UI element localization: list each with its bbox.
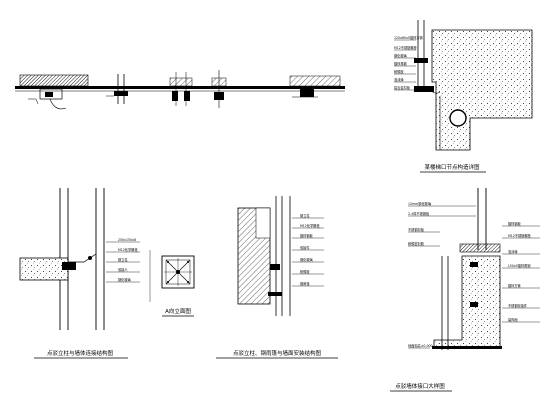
column-canopy-drawing: 钢立柱 M12化学螺栓 镀锌钢板 驳接件 钢化玻璃 耐候胶 钢雨篷 点驳立柱、钢…	[216, 196, 338, 359]
brd-label-11: 装饰面	[508, 317, 518, 322]
brd-label-8: L50x5镀锌角钢	[508, 263, 531, 268]
brd-label-4: 耐候密封胶	[408, 241, 425, 246]
a-elevation-drawing: A向立面图	[161, 255, 195, 317]
ccd-label-4: 驳接件	[300, 245, 310, 250]
caption-column-wall-joint: 点驳立柱与墙体连接结构图	[47, 349, 114, 357]
ccd-label-1: 钢立柱	[300, 213, 310, 218]
trd-label-4: 镀锌角钢	[394, 61, 407, 66]
ceiling-section-strip	[15, 70, 345, 110]
caption-column-canopy: 点驳立柱、钢雨篷与墙面安装结构图	[233, 349, 322, 357]
top-right-stair-detail: 120x60x5镀锌方钢 M12不锈钢螺栓 钢化玻璃 镀锌角钢 耐候胶 泡沫棒 …	[394, 20, 533, 173]
ccd-label-5: 钢化玻璃	[300, 257, 314, 262]
cwj-label-5: 钢化玻璃	[118, 277, 132, 282]
ccd-label-3: 镀锌钢板	[300, 233, 314, 238]
cwj-label-1: 250x150x8	[118, 238, 136, 242]
brd-label-1: 12mm钢化玻璃	[408, 201, 432, 206]
trd-label-2: M12不锈钢螺栓	[394, 45, 418, 50]
brd-label-5: 镀锌钢板	[508, 221, 522, 226]
brd-label-3: 不锈钢扣板	[408, 227, 425, 232]
brd-label-6: M12不锈钢螺栓	[508, 233, 532, 238]
ccd-label-2: M12化学螺栓	[300, 223, 320, 228]
caption-top-right-detail: 某楼梯口节点构造详图	[424, 163, 480, 171]
caption-bottom-right-detail: 点驳墙体接口大样图	[395, 382, 445, 390]
brd-label-2: 2-4厚不锈钢板	[408, 211, 430, 216]
trd-label-1: 120x60x5镀锌方钢	[394, 35, 423, 40]
bottom-right-interface-detail: 12mm钢化玻璃 2-4厚不锈钢板 不锈钢扣板 耐候密封胶 镀锌钢板 M12不锈…	[390, 188, 540, 392]
trd-label-6: 泡沫棒	[394, 77, 404, 82]
ccd-label-7: 钢雨篷	[300, 281, 310, 286]
cwj-label-4: 驳接爪	[118, 267, 128, 272]
trd-label-5: 耐候胶	[394, 69, 404, 74]
ccd-label-6: 耐候胶	[300, 269, 310, 274]
brd-label-9: 镀锌方管	[508, 283, 521, 288]
brd-label-10: 不锈钢驳接件	[508, 303, 528, 308]
column-wall-joint-drawing: 250x150x8 M12化学螺栓 钢立柱 驳接爪 钢化玻璃 点驳立柱与墙体连接…	[19, 188, 151, 359]
caption-a-elevation: A向立面图	[165, 307, 191, 315]
cwj-label-2: M12化学螺栓	[118, 247, 138, 252]
trd-label-7: 铝合金扣板	[394, 85, 411, 90]
trd-label-3: 钢化玻璃	[394, 53, 408, 58]
cwj-label-3: 钢立柱	[118, 257, 128, 262]
brd-label-7: 泡沫棒	[508, 249, 518, 254]
brd-label-12: 地面标高±0.000	[408, 343, 433, 348]
